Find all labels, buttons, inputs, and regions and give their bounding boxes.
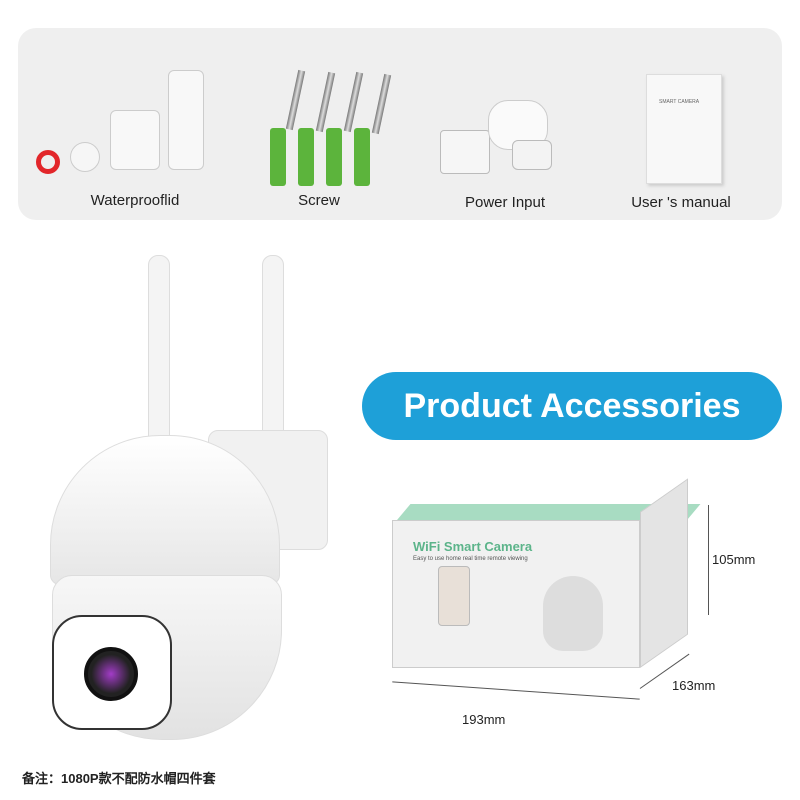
antenna-icon xyxy=(148,255,170,455)
footnote: 备注：1080P款不配防水帽四件套 xyxy=(22,771,216,786)
box-brand: WiFi Smart Camera xyxy=(413,539,533,554)
width-label: 193mm xyxy=(462,712,506,727)
dc-jack-icon xyxy=(512,140,552,170)
height-label: 105mm xyxy=(712,552,756,567)
box-side xyxy=(640,478,688,668)
manual-icon: SMART CAMERA xyxy=(646,74,722,184)
accessory-label: User 's manual xyxy=(631,194,731,211)
camera-lens-icon xyxy=(84,647,138,701)
wall-anchor-icon xyxy=(298,128,314,186)
lid-nut-icon xyxy=(168,70,204,170)
manual-title: SMART CAMERA xyxy=(659,99,700,105)
seal-ring-icon xyxy=(70,142,100,172)
wall-anchor-icon xyxy=(270,128,286,186)
width-dimension-line xyxy=(392,681,640,700)
depth-label: 163mm xyxy=(672,678,716,693)
accessory-label: Screw xyxy=(298,192,340,209)
box-camera-image xyxy=(543,576,603,651)
wall-anchor-icon xyxy=(354,128,370,186)
product-accessories-banner: Product Accessories xyxy=(362,372,782,440)
height-dimension-line xyxy=(708,505,709,615)
phone-image xyxy=(438,566,470,626)
lid-cap-icon xyxy=(110,110,160,170)
box-tagline: Easy to use home real time remote viewin… xyxy=(413,556,528,562)
wall-anchor-icon xyxy=(326,128,342,186)
camera-image xyxy=(40,255,360,745)
accessory-label: Waterprooflid xyxy=(90,192,180,209)
waterproof-lid-icon xyxy=(36,150,60,174)
product-box: WiFi Smart Camera Easy to use home real … xyxy=(392,520,640,668)
ethernet-port-icon xyxy=(440,130,490,174)
accessory-label: Power Input xyxy=(464,194,546,211)
